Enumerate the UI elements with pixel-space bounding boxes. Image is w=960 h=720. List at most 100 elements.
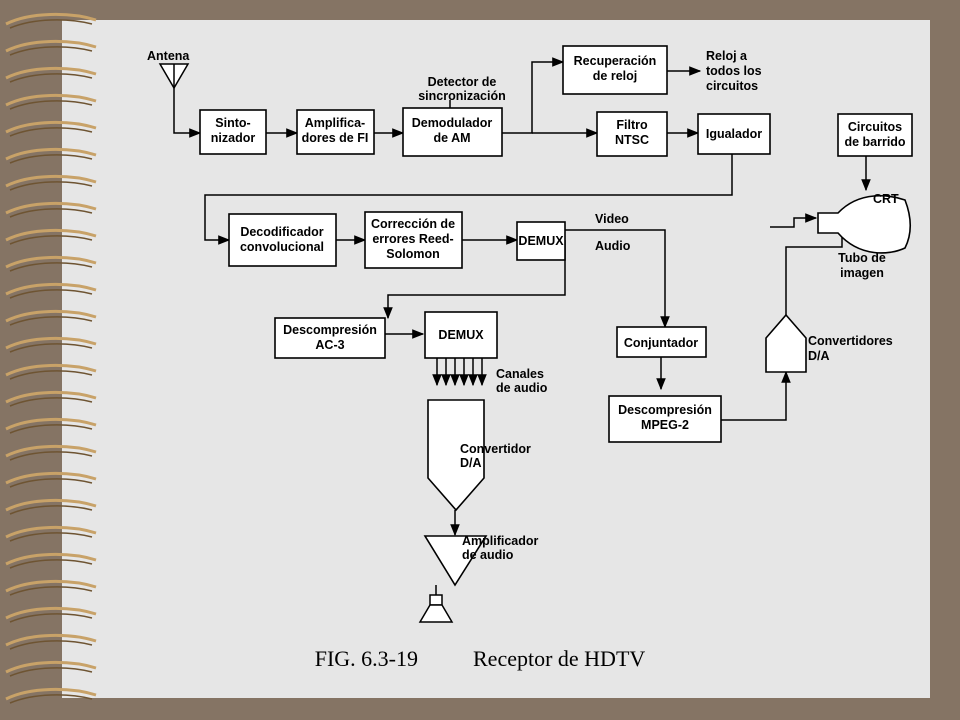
spiral-coil-shadow	[9, 73, 93, 83]
spiral-coil	[5, 390, 97, 404]
correccion-line-2: errores Reed-	[372, 232, 453, 246]
demodulador-am-line-2: de AM	[433, 131, 470, 145]
spiral-coil-shadow	[9, 613, 93, 623]
conjuntador-label: Conjuntador	[624, 336, 698, 350]
spiral-coil	[5, 579, 97, 593]
spiral-coil	[5, 552, 97, 566]
sintonizador-line-2: nizador	[211, 131, 256, 145]
amplificadores-fi-block: Amplifica- dores de FI	[296, 109, 375, 155]
spiral-coil-shadow	[9, 451, 93, 461]
demux-video-block: DEMUX	[516, 221, 566, 261]
filtro-ntsc-line-2: NTSC	[615, 133, 649, 147]
correccion-line-3: Solomon	[386, 247, 439, 261]
spiral-coil	[5, 525, 97, 539]
recuperacion-reloj-block: Recuperación de reloj	[562, 45, 668, 95]
spiral-coil	[5, 660, 97, 674]
tubo-imagen-line-1: Tubo de	[838, 251, 886, 265]
demux-audio-block: DEMUX	[424, 311, 498, 359]
decodificador-conv-block: Decodificador convolucional	[228, 213, 337, 267]
spiral-coil	[5, 255, 97, 269]
filtro-ntsc-block: Filtro NTSC	[596, 111, 668, 157]
descompresion-ac3-block: Descompresión AC-3	[274, 317, 386, 359]
demodulador-am-block: Demodulador de AM	[402, 107, 503, 157]
amplificador-line-1: Amplificador	[462, 534, 539, 548]
spiral-coil-shadow	[9, 370, 93, 380]
canales-line-2: de audio	[496, 381, 548, 395]
spiral-coil-shadow	[9, 19, 93, 29]
descompresion-mpeg2-block: Descompresión MPEG-2	[608, 395, 722, 443]
decodificador-line-2: convolucional	[240, 240, 324, 254]
circuitos-barrido-line-1: Circuitos	[848, 120, 902, 134]
spiral-coil-shadow	[9, 316, 93, 326]
spiral-coil-shadow	[9, 694, 93, 704]
spiral-coil-shadow	[9, 289, 93, 299]
spiral-coil-shadow	[9, 343, 93, 353]
decodificador-line-1: Decodificador	[240, 225, 323, 239]
spiral-coil-shadow	[9, 667, 93, 677]
spiral-coil	[5, 417, 97, 431]
spiral-coil	[5, 687, 97, 701]
spiral-coil-shadow	[9, 181, 93, 191]
igualador-label: Igualador	[706, 127, 762, 141]
circuitos-barrido-line-2: de barrido	[844, 135, 905, 149]
convertidor-line-1: Convertidor	[460, 442, 531, 456]
spiral-coil	[5, 12, 97, 26]
spiral-coil	[5, 201, 97, 215]
crt-label: CRT	[873, 192, 899, 206]
spiral-coil	[5, 39, 97, 53]
figure-title: Receptor de HDTV	[473, 646, 646, 671]
correccion-line-1: Corrección de	[371, 217, 455, 231]
spiral-coil-shadow	[9, 208, 93, 218]
convertidores-da-shape	[765, 313, 807, 373]
spiral-coil-shadow	[9, 127, 93, 137]
recuperacion-reloj-line-1: Recuperación	[574, 54, 657, 68]
convertidor-da-shape	[427, 399, 485, 512]
spiral-coil	[5, 336, 97, 350]
spiral-coil	[5, 498, 97, 512]
spiral-coil-shadow	[9, 397, 93, 407]
audio-channel-arrows	[432, 358, 487, 387]
spiral-coil	[5, 174, 97, 188]
detector-sinc-line-1: Detector de	[428, 75, 497, 89]
sintonizador-line-1: Sinto-	[215, 116, 250, 130]
speaker-icon	[418, 594, 454, 623]
amplificador-audio-shape	[423, 535, 488, 587]
correccion-errores-block: Corrección de errores Reed- Solomon	[364, 211, 463, 269]
figure-caption: FIG. 6.3-19 Receptor de HDTV	[0, 646, 960, 672]
spiral-coil	[5, 228, 97, 242]
spiral-coil-shadow	[9, 154, 93, 164]
convertidores-line-1: Convertidores	[808, 334, 893, 348]
video-label: Video	[595, 212, 629, 226]
igualador-block: Igualador	[697, 113, 771, 155]
spiral-coil-shadow	[9, 640, 93, 650]
spiral-coil-shadow	[9, 532, 93, 542]
amplificador-line-2: de audio	[462, 548, 514, 562]
reloj-line-3: circuitos	[706, 79, 758, 93]
spiral-coil	[5, 147, 97, 161]
spiral-coil	[5, 606, 97, 620]
spiral-coil	[5, 66, 97, 80]
spiral-coil	[5, 120, 97, 134]
spiral-coil	[5, 282, 97, 296]
amplificadores-fi-line-2: dores de FI	[302, 131, 369, 145]
ac3-line-1: Descompresión	[283, 323, 377, 337]
demux-video-label: DEMUX	[518, 234, 564, 248]
crt-icon	[817, 194, 912, 254]
amplificadores-fi-line-1: Amplifica-	[305, 116, 365, 130]
spiral-coil	[5, 93, 97, 107]
figure-number: FIG. 6.3-19	[314, 646, 418, 671]
convertidores-line-2: D/A	[808, 349, 830, 363]
demux-audio-label: DEMUX	[438, 328, 484, 342]
mpeg2-line-2: MPEG-2	[641, 418, 689, 432]
sintonizador-block: Sinto- nizador	[199, 109, 267, 155]
spiral-coil-shadow	[9, 559, 93, 569]
spiral-coil-shadow	[9, 424, 93, 434]
antenna-icon	[158, 63, 190, 90]
spiral-coil-shadow	[9, 478, 93, 488]
mpeg2-line-1: Descompresión	[618, 403, 712, 417]
spiral-binding	[5, 12, 97, 704]
demodulador-am-line-1: Demodulador	[412, 116, 493, 130]
audio-label: Audio	[595, 239, 631, 253]
connections	[173, 57, 871, 595]
